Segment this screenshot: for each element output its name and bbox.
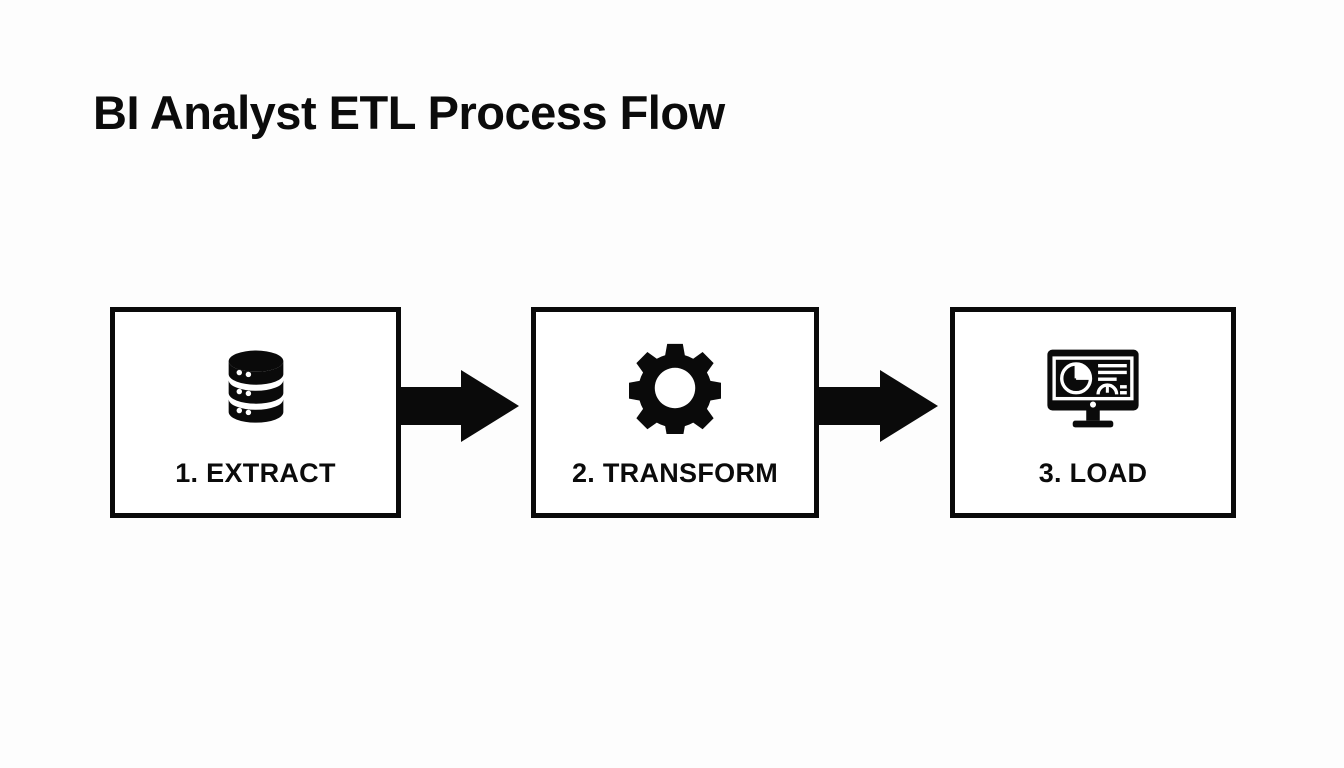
database-icon: [218, 336, 294, 440]
process-step-label: 2. TRANSFORM: [571, 458, 779, 488]
flow-arrow-icon: [399, 370, 519, 442]
gear-icon: [629, 336, 721, 440]
process-step-extract[interactable]: 1. EXTRACT: [110, 307, 401, 518]
flow-arrow-icon: [818, 370, 938, 442]
dashboard-monitor-icon: [1044, 336, 1142, 440]
process-step-label: 3. LOAD: [1038, 458, 1148, 488]
process-step-load[interactable]: 3. LOAD: [950, 307, 1236, 518]
process-step-transform[interactable]: 2. TRANSFORM: [531, 307, 819, 518]
process-flow-row: 1. EXTRACT 2. TRANSFORM: [0, 307, 1344, 519]
page-title: BI Analyst ETL Process Flow: [93, 86, 725, 139]
process-step-label: 1. EXTRACT: [175, 458, 336, 488]
